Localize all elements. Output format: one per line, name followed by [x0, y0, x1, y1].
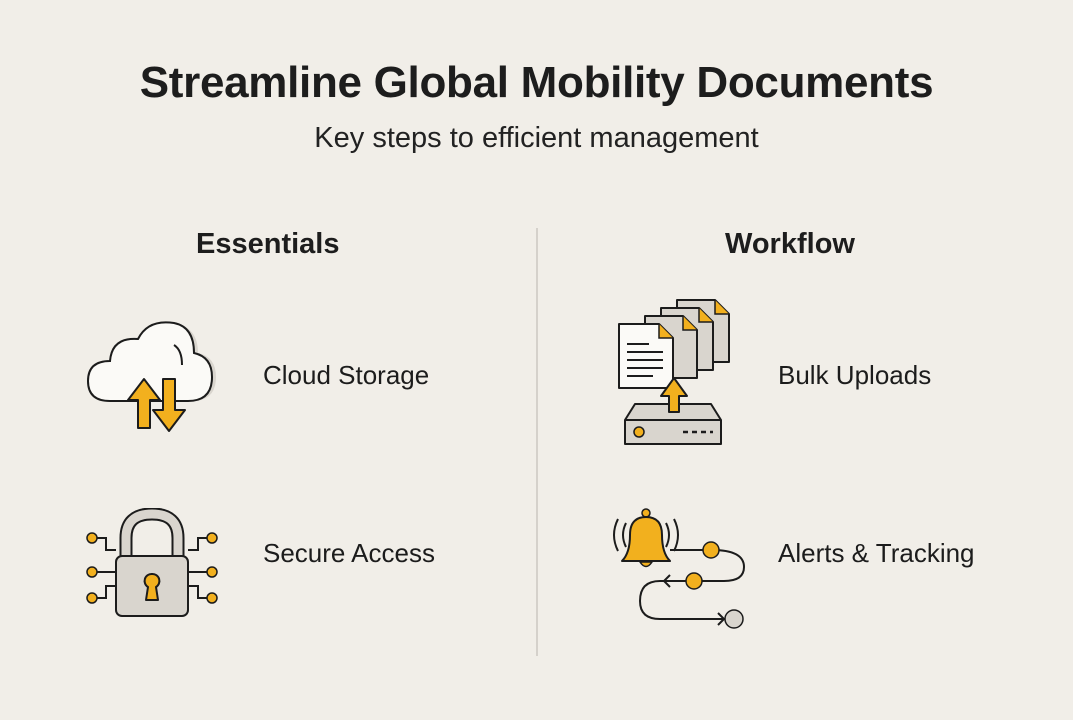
item-label-cloud-storage: Cloud Storage: [263, 360, 430, 390]
workflow-heading: Workflow: [725, 228, 855, 260]
column-divider: [536, 228, 538, 656]
item-label-bulk-uploads: Bulk Uploads: [778, 360, 932, 390]
item-label-secure-access: Secure Access: [263, 538, 435, 568]
page-subtitle: Key steps to efficient management: [314, 122, 759, 154]
circuit-lock-icon: [82, 507, 222, 625]
page-title: Streamline Global Mobility Documents: [139, 58, 934, 107]
bell-path-tracking-icon: [608, 505, 748, 636]
item-label-alerts-tracking: Alerts & Tracking: [778, 538, 975, 568]
cloud-sync-icon: [82, 315, 222, 440]
essentials-heading: Essentials: [196, 228, 340, 260]
document-upload-server-icon: [615, 298, 735, 455]
